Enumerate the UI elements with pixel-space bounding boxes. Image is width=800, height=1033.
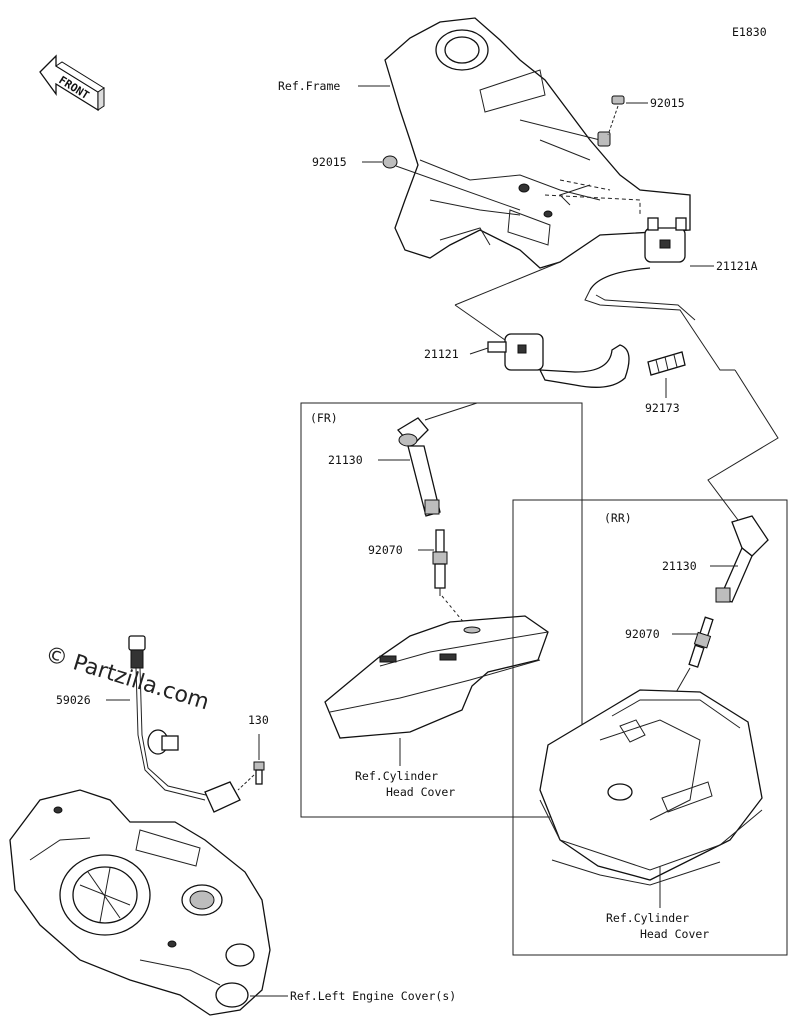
label-left-engine-cover: Ref.Left Engine Cover(s) bbox=[290, 989, 456, 1003]
front-cylinder-box bbox=[300, 402, 583, 818]
front-arrow-icon: FRONT bbox=[39, 54, 105, 112]
label-92173: 92173 bbox=[645, 401, 680, 415]
clamp-92173 bbox=[647, 351, 686, 376]
label-cyl-fr-1: Ref.Cylinder bbox=[355, 769, 438, 783]
frame-illustration bbox=[384, 17, 691, 269]
label-59026: 59026 bbox=[56, 693, 91, 707]
label-21121: 21121 bbox=[424, 347, 459, 361]
ignition-coil-21121A bbox=[589, 217, 687, 291]
nut-92015-top bbox=[611, 95, 625, 105]
rear-cylinder-head-cover bbox=[539, 689, 763, 886]
label-92015-top: 92015 bbox=[650, 96, 685, 110]
label-cyl-rr-1: Ref.Cylinder bbox=[606, 911, 689, 925]
label-21121A: 21121A bbox=[716, 259, 758, 273]
label-92070-rear: 92070 bbox=[625, 627, 660, 641]
label-21130-front: 21130 bbox=[328, 453, 363, 467]
ignition-coil-21121 bbox=[487, 333, 630, 388]
spark-plug-92070-rear bbox=[688, 616, 714, 668]
left-engine-cover bbox=[9, 789, 271, 1016]
diagram-code: E1830 bbox=[732, 25, 767, 39]
plug-cap-21130-rear bbox=[715, 515, 769, 603]
label-21130-rear: 21130 bbox=[662, 559, 697, 573]
label-130: 130 bbox=[248, 713, 269, 727]
front-cylinder-head-cover bbox=[324, 615, 549, 739]
label-ref-frame: Ref.Frame bbox=[278, 79, 340, 93]
label-fr: (FR) bbox=[310, 411, 338, 425]
label-92015-left: 92015 bbox=[312, 155, 347, 169]
sensor-59026 bbox=[128, 635, 241, 813]
label-cyl-fr-2: Head Cover bbox=[386, 785, 455, 799]
label-92070-front: 92070 bbox=[368, 543, 403, 557]
rear-cylinder-box bbox=[512, 499, 788, 956]
bolt-130 bbox=[253, 761, 265, 785]
nut-92015-left bbox=[382, 155, 398, 169]
label-rr: (RR) bbox=[604, 511, 632, 525]
spark-plug-92070-front bbox=[432, 529, 448, 596]
plug-cap-21130-front bbox=[396, 417, 441, 517]
label-cyl-rr-2: Head Cover bbox=[640, 927, 709, 941]
